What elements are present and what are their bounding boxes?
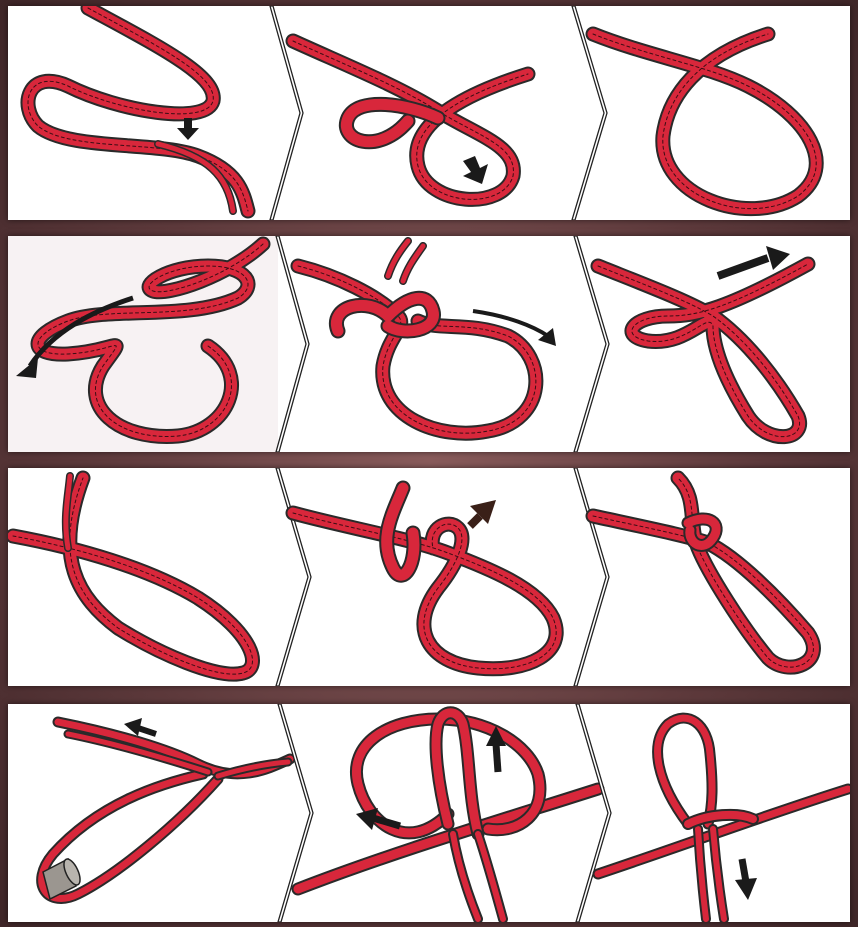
panel-step-5 bbox=[298, 241, 556, 433]
down-arrow bbox=[463, 156, 488, 184]
row-4-drawing bbox=[8, 704, 850, 922]
panel-step-3 bbox=[593, 34, 816, 209]
up-right-arrow bbox=[470, 516, 480, 526]
up-right-arrow bbox=[718, 258, 768, 276]
down-arrow bbox=[742, 859, 746, 882]
row-4 bbox=[8, 704, 850, 922]
panel-step-12 bbox=[598, 718, 848, 919]
chevron-divider bbox=[574, 468, 609, 686]
row-3 bbox=[8, 468, 850, 686]
panel-step-7 bbox=[13, 476, 253, 674]
row-2 bbox=[8, 236, 850, 452]
row-2-drawing bbox=[8, 236, 850, 452]
up-arrow bbox=[496, 744, 498, 772]
row-1 bbox=[8, 6, 850, 220]
panel-step-2 bbox=[293, 41, 528, 199]
panel-step-9 bbox=[593, 478, 813, 667]
up-left-arrow bbox=[138, 728, 156, 734]
panel-step-1 bbox=[28, 8, 248, 211]
chevron-divider bbox=[576, 704, 611, 922]
panel-step-11 bbox=[298, 713, 598, 919]
panel-step-10 bbox=[42, 718, 290, 899]
panel-step-6 bbox=[598, 246, 808, 437]
chevron-divider bbox=[276, 468, 311, 686]
panel-step-8 bbox=[293, 488, 556, 669]
row-3-drawing bbox=[8, 468, 850, 686]
row-1-drawing bbox=[8, 6, 850, 220]
